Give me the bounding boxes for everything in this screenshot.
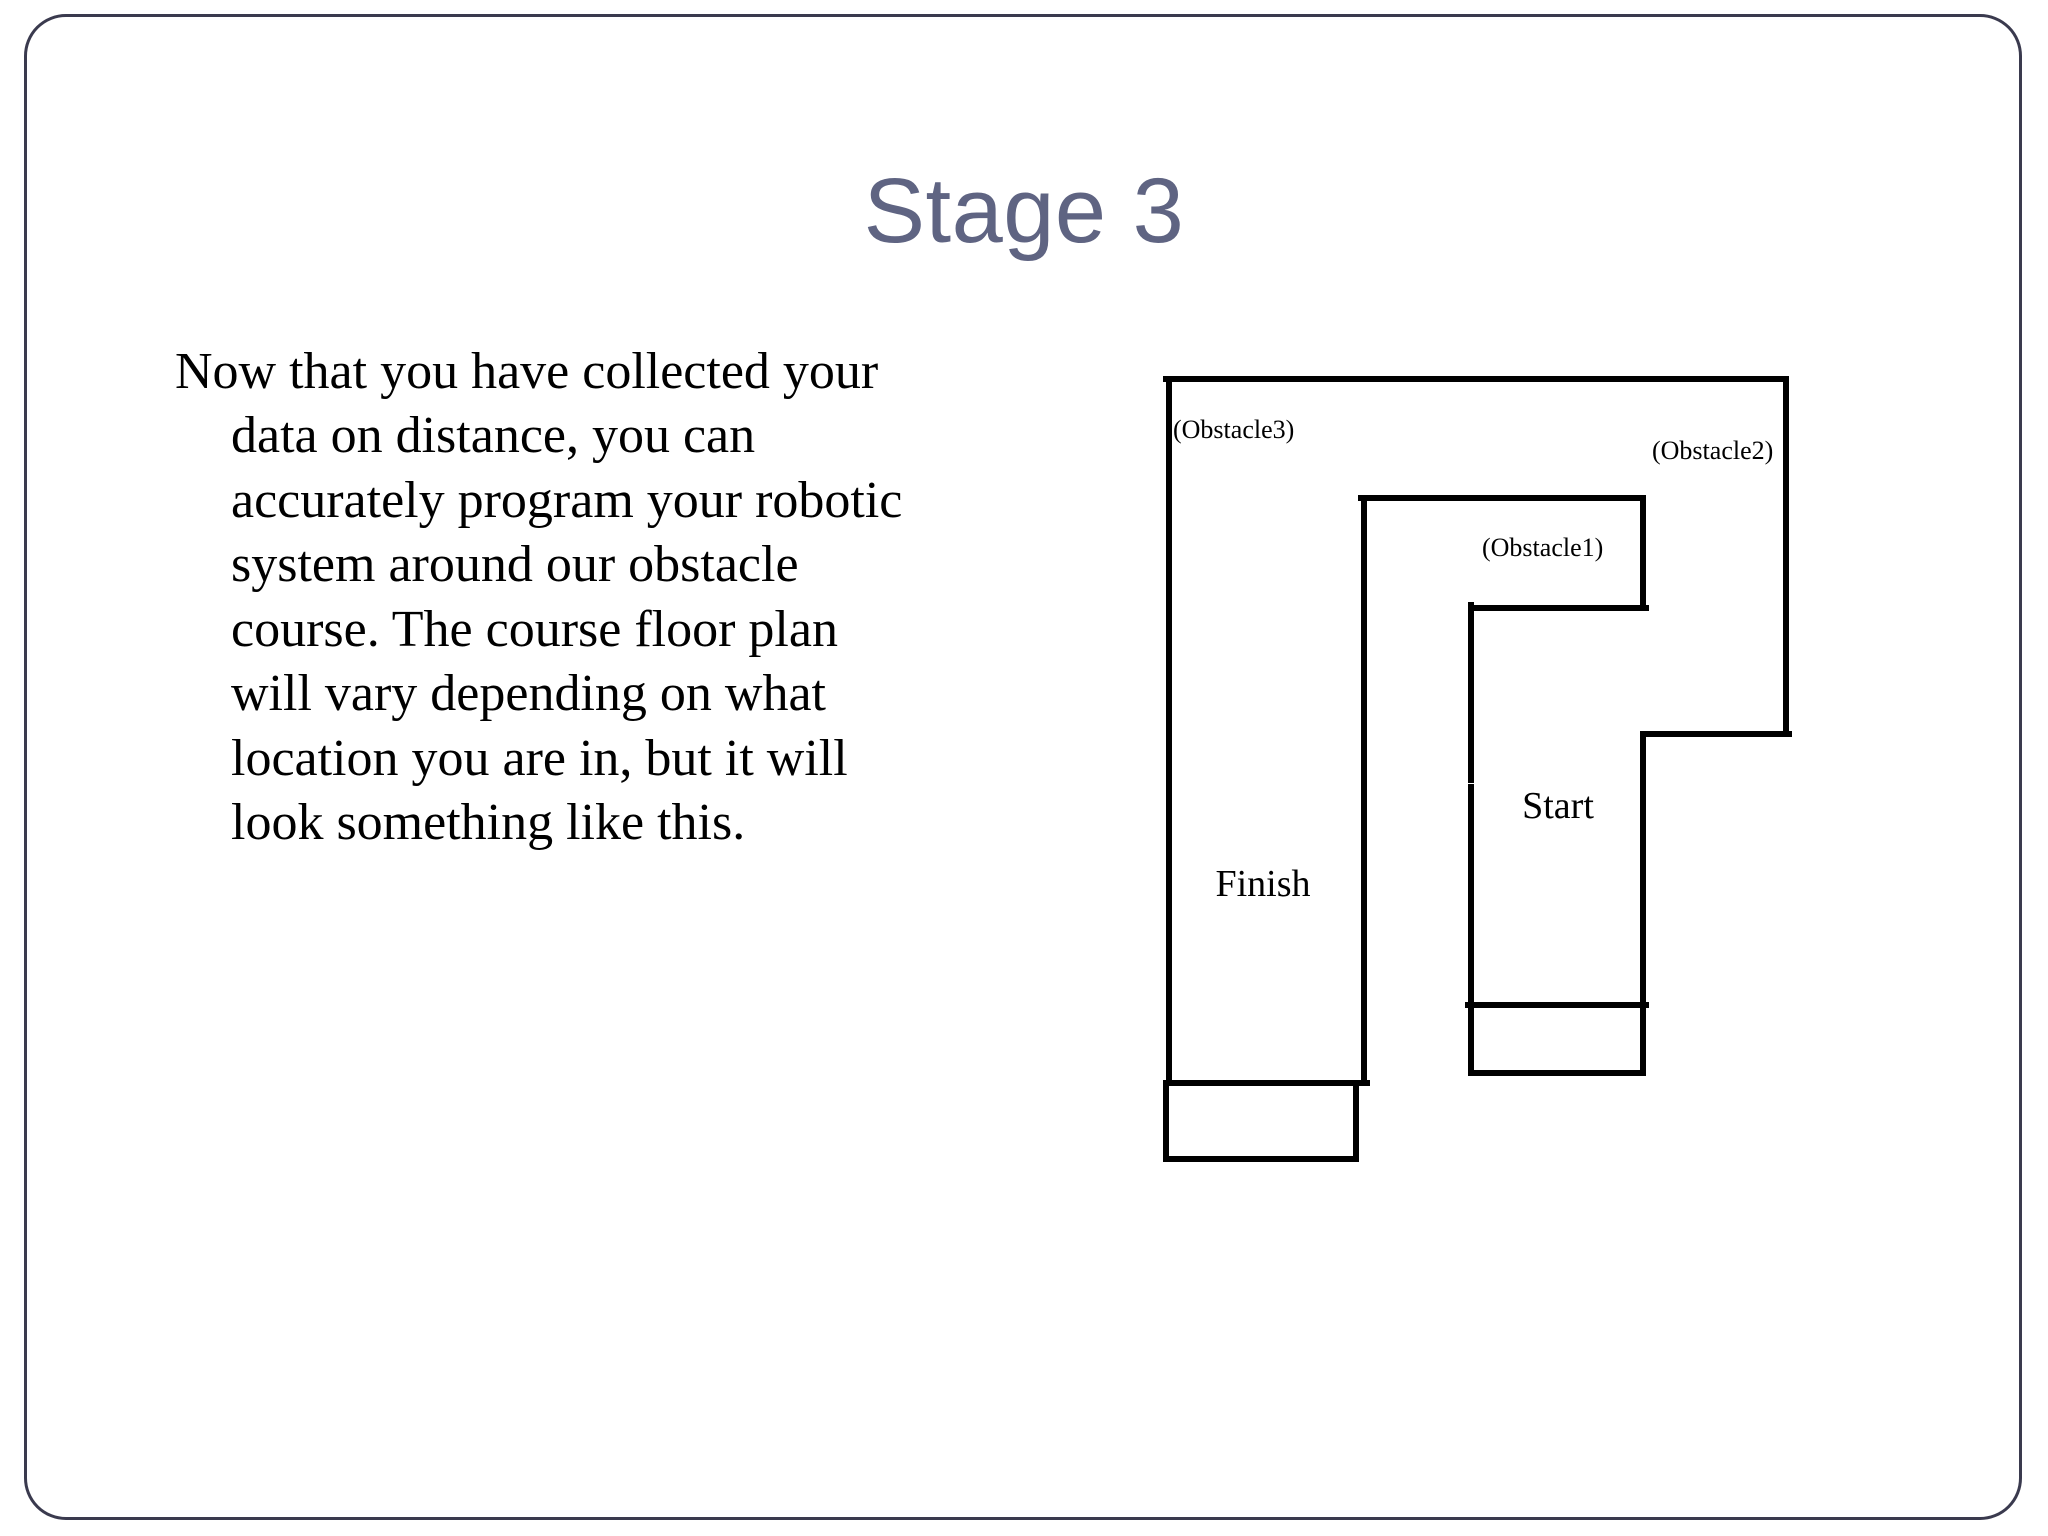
finish-box <box>1163 1080 1359 1162</box>
body-text-block: Now that you have collected your data on… <box>175 340 915 856</box>
label-start: Start <box>1522 785 1594 827</box>
floor-plan-walls <box>1163 376 1792 1162</box>
obstacle-course-diagram: (Obstacle3) (Obstacle2) (Obstacle1) Star… <box>1140 355 1840 1185</box>
label-finish: Finish <box>1215 863 1311 905</box>
start-box <box>1468 1002 1646 1076</box>
label-obstacle2: (Obstacle2) <box>1652 436 1774 465</box>
body-paragraph: Now that you have collected your data on… <box>175 343 903 852</box>
label-obstacle3: (Obstacle3) <box>1173 415 1295 444</box>
page-title: Stage 3 <box>863 160 1185 262</box>
label-obstacle1: (Obstacle1) <box>1482 533 1604 562</box>
